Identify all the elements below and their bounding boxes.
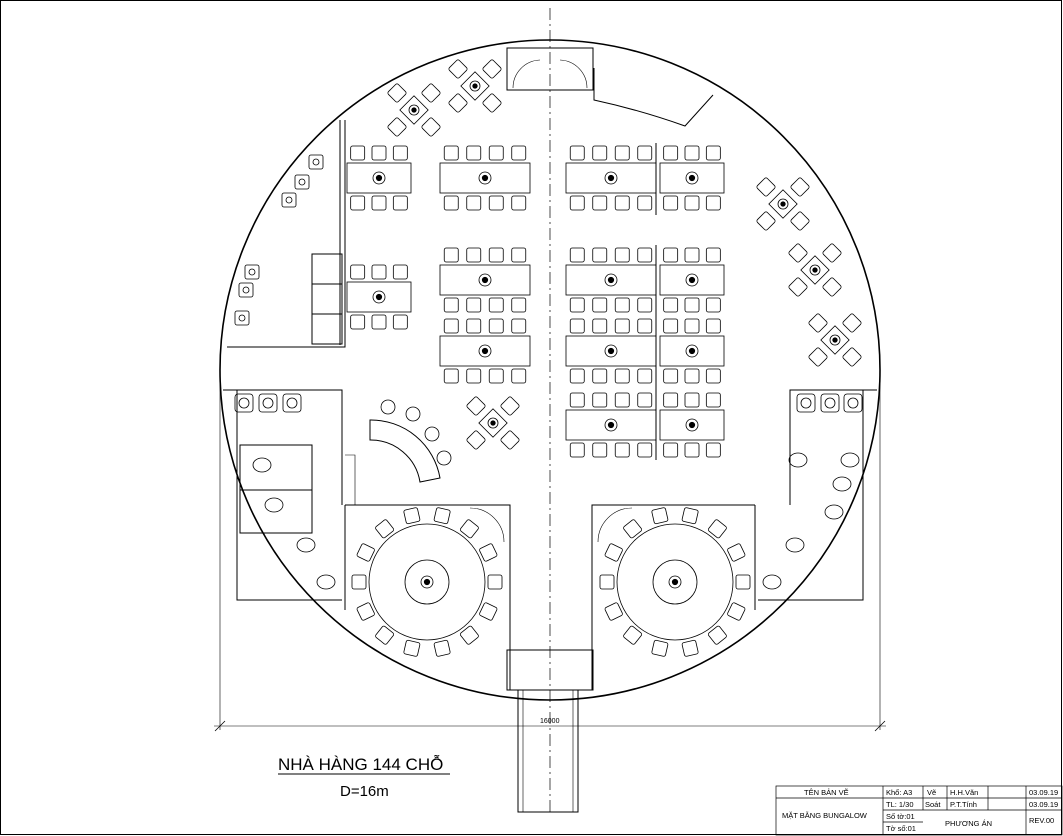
four-seat-table — [448, 59, 502, 113]
kitchen-fixture — [294, 174, 310, 190]
kitchen-wall — [227, 120, 346, 348]
four-seat-table — [788, 243, 842, 297]
round-table-set — [599, 507, 751, 657]
kitchen-fixture — [238, 282, 254, 298]
kitchen-fixture — [281, 192, 297, 208]
top-entrance — [506, 47, 594, 91]
dining-table-set — [659, 392, 725, 458]
sink — [258, 393, 278, 413]
four-seat-table — [387, 83, 441, 137]
checked-label: Soát — [925, 800, 941, 809]
phase: PHƯƠNG ÁN — [945, 819, 992, 828]
toilet — [832, 476, 852, 492]
sink — [820, 393, 840, 413]
vip-room-left — [345, 504, 511, 690]
dining-table-set — [565, 145, 657, 211]
four-seat-table — [756, 177, 810, 231]
date-2: 03.09.19 — [1029, 800, 1058, 809]
sink — [282, 393, 302, 413]
toilet — [785, 537, 805, 553]
four-seat-table — [466, 396, 520, 450]
round-table-set — [351, 507, 503, 657]
sink — [843, 393, 863, 413]
scale: TL: 1/30 — [886, 800, 914, 809]
drawing-title: NHÀ HÀNG 144 CHỖ — [278, 755, 443, 774]
sink — [234, 393, 254, 413]
revision: REV.00 — [1029, 816, 1054, 825]
wc-right-wall — [789, 389, 877, 505]
dining-table-set — [565, 247, 657, 313]
sheet-number: Tờ số:01 — [886, 824, 916, 833]
four-seat-table — [808, 313, 862, 367]
walkway — [517, 689, 579, 813]
toilet — [264, 497, 284, 513]
title-block — [775, 785, 1063, 836]
kitchen-fixture — [244, 264, 260, 280]
drawn-by: H.H.Văn — [950, 788, 978, 797]
dining-table-set — [346, 264, 412, 330]
dining-table-set — [659, 247, 725, 313]
wc-left-wall — [223, 389, 343, 505]
drawing-name: MẶT BẰNG BUNGALOW — [782, 811, 868, 820]
dining-table-set — [439, 145, 531, 211]
title-block-label: TÊN BẢN VẼ — [804, 788, 849, 797]
dining-table-set — [565, 318, 657, 384]
checked-by: P.T.Tính — [950, 800, 977, 809]
sink — [796, 393, 816, 413]
paper-size: Khổ: A3 — [886, 788, 912, 797]
sheet-count: Số tờ:01 — [886, 812, 915, 821]
curved-bar — [369, 419, 441, 483]
dining-table-set — [565, 392, 657, 458]
dining-table-set — [439, 318, 531, 384]
toilet — [762, 574, 782, 590]
date-1: 03.09.19 — [1029, 788, 1058, 797]
drawing-subtitle: D=16m — [340, 783, 389, 800]
drawn-label: Vẽ — [927, 788, 936, 797]
toilet — [252, 457, 272, 473]
toilet — [824, 504, 844, 520]
dining-table-set — [439, 247, 531, 313]
dining-table-set — [659, 318, 725, 384]
bar-counter — [593, 68, 714, 127]
toilet — [788, 452, 808, 468]
bar-stool — [424, 426, 440, 442]
dining-table-set — [659, 145, 725, 211]
toilet — [316, 574, 336, 590]
toilet — [296, 537, 316, 553]
bar-stool — [380, 399, 396, 415]
bar-stool — [436, 450, 452, 466]
bar-stool — [405, 406, 421, 422]
dining-table-set — [346, 145, 412, 211]
kitchen-fixture — [308, 154, 324, 170]
kitchen-fixture — [234, 310, 250, 326]
dimension-label: 16000 — [540, 718, 560, 725]
toilet — [840, 452, 860, 468]
vip-room-right — [591, 504, 755, 690]
